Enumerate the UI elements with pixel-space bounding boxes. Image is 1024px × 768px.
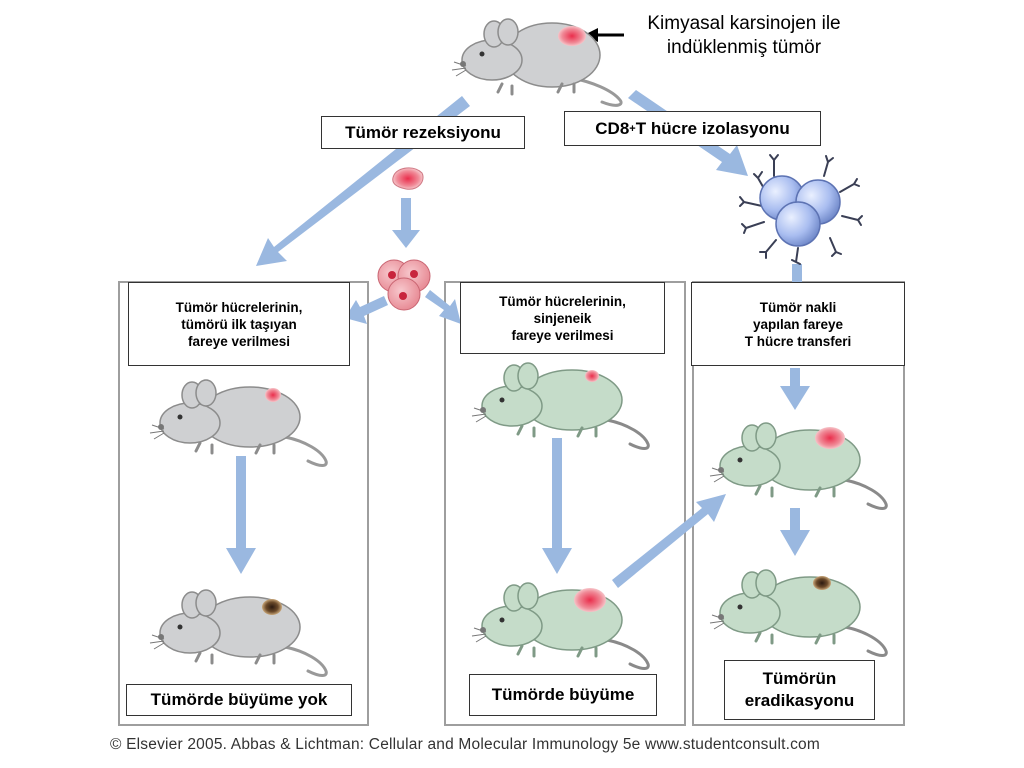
resected-tumor <box>392 167 424 190</box>
tumor <box>574 588 606 612</box>
arrow-middle-down <box>542 438 572 574</box>
top-note: Kimyasal karsinojen ile indüklenmiş tümö… <box>647 13 841 58</box>
arrow-left-down <box>226 456 256 574</box>
left-mouse-bottom <box>149 589 328 677</box>
arrow-right-down-1 <box>780 368 810 410</box>
left-result: Tümörde büyüme yok <box>126 684 352 716</box>
arrow-diagonal <box>612 494 726 588</box>
credit-line: © Elsevier 2005. Abbas & Lichtman: Cellu… <box>110 736 820 753</box>
tumor-cells <box>377 259 431 311</box>
tumor <box>585 370 599 382</box>
scar <box>813 576 831 590</box>
right-mouse-bottom <box>709 569 888 657</box>
arrow-cells-to-left <box>345 296 388 324</box>
arrow-tcells-down <box>792 264 802 282</box>
cd8-prefix: CD8 <box>595 118 630 138</box>
arrow-right-down-2 <box>780 508 810 556</box>
pointer-arrow <box>584 28 624 42</box>
tumor <box>815 427 845 449</box>
t-cells <box>739 154 863 265</box>
arrow-cells-to-middle <box>425 290 461 324</box>
tumor <box>558 26 586 46</box>
arrow-resect-to-cells <box>392 198 420 248</box>
cd8-sup: + <box>629 122 636 135</box>
tumor <box>265 388 281 402</box>
cd8-label: CD8+ T hücre izolasyonu <box>564 111 821 146</box>
scar <box>262 599 282 615</box>
middle-result: Tümörde büyüme <box>469 674 657 716</box>
middle-panel-title: Tümör hücrelerinin, sinjeneik fareye ver… <box>460 282 665 354</box>
left-panel-title: Tümör hücrelerinin, tümörü ilk taşıyan f… <box>128 282 350 366</box>
cd8-suffix: T hücre izolasyonu <box>635 118 790 138</box>
resection-label: Tümör rezeksiyonu <box>321 116 525 149</box>
right-mouse-top <box>709 422 888 510</box>
top-mouse <box>451 18 623 107</box>
left-mouse-top <box>149 379 328 467</box>
middle-mouse-top <box>471 362 650 450</box>
middle-mouse-bottom <box>471 582 650 670</box>
right-panel-title: Tümör nakli yapılan fareye T hücre trans… <box>691 282 905 366</box>
right-result: Tümörün eradikasyonu <box>724 660 875 720</box>
